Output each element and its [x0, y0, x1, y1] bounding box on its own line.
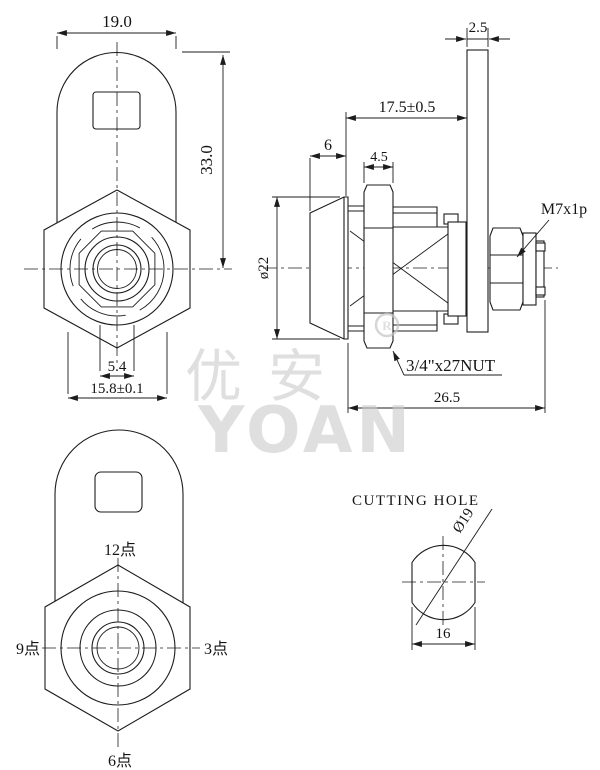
keyhole-ring-outer — [91, 621, 145, 675]
mounting-nut — [363, 184, 394, 349]
diameter-leader — [415, 508, 493, 626]
thread-spec-leader — [516, 219, 550, 258]
plug-circle — [84, 236, 150, 302]
dim-head-diameter-label: ø22 — [256, 257, 272, 280]
washer — [522, 232, 537, 306]
face-circle-outer — [60, 590, 176, 706]
barrel-circle-broken — [69, 221, 165, 317]
cam-plate — [466, 49, 489, 333]
pos-3-label: 3点 — [204, 640, 228, 658]
cutting-hole-view: CUTTING HOLE Ø19 16 — [352, 493, 493, 650]
keyway-ring-inner — [97, 249, 137, 289]
dim-body-width-label: 19.0 — [102, 12, 132, 31]
dim-head-depth-label: 6 — [324, 137, 332, 154]
front-view: 12点 9点 3点 6点 — [16, 429, 228, 770]
dim-cam-thickness-label: 2.5 — [469, 20, 488, 36]
end-pin-bottom — [535, 286, 546, 296]
pos-12-label: 12点 — [104, 541, 136, 559]
pos-9-label: 9点 — [16, 640, 40, 658]
watermark: R 优安 YOAN — [185, 312, 414, 468]
registered-trademark-icon — [374, 312, 400, 338]
keyhole-ring-inner — [96, 626, 140, 670]
dim-plug-width-label: 5.4 — [108, 359, 127, 375]
dim-overall-length-label: 26.5 — [434, 390, 460, 406]
dim-grip-length-label: 17.5±0.5 — [379, 99, 436, 116]
cam-square-hole — [92, 91, 141, 130]
lock-body-outline-front — [54, 429, 184, 619]
back-view: 19.0 33.0 5.4 15.8±0.1 — [24, 12, 232, 401]
driver-octagon — [78, 230, 156, 308]
shaft-end-cap — [535, 240, 545, 298]
dim-body-height-label: 33.0 — [197, 145, 216, 175]
m7-nut — [489, 227, 524, 311]
lock-body-outline — [56, 51, 177, 239]
end-pin-top — [535, 242, 546, 252]
thread-spec-label: M7x1p — [541, 201, 587, 218]
cutting-hole-title: CUTTING HOLE — [352, 493, 480, 509]
dim-hole-width-label: 16 — [436, 626, 452, 642]
nut-spec-leader — [392, 350, 405, 376]
head-bezel — [309, 196, 349, 340]
dim-across-flats-label: 15.8±0.1 — [90, 381, 143, 397]
nut-spec-label: 3/4"x27NUT — [406, 356, 496, 375]
face-circle-mid — [79, 609, 157, 687]
side-view: ø22 6 17.5±0.5 4.5 2.5 M7x1p 3/4"x27NUT … — [256, 20, 587, 413]
pos-6-label: 6点 — [108, 752, 132, 770]
dim-nut-thickness-label: 4.5 — [370, 150, 388, 165]
spacer-plate — [447, 221, 467, 317]
dim-hole-diameter-label: Ø19 — [450, 506, 477, 536]
watermark-chinese: 优安 — [185, 346, 351, 409]
cutting-hole-shape — [411, 544, 476, 621]
barrel-circle-outer — [60, 212, 174, 326]
watermark-brand: YOAN — [197, 394, 414, 468]
cam-square-hole-front — [94, 471, 143, 513]
keyway-ring-outer — [92, 244, 142, 294]
registered-letter: R — [382, 318, 392, 333]
